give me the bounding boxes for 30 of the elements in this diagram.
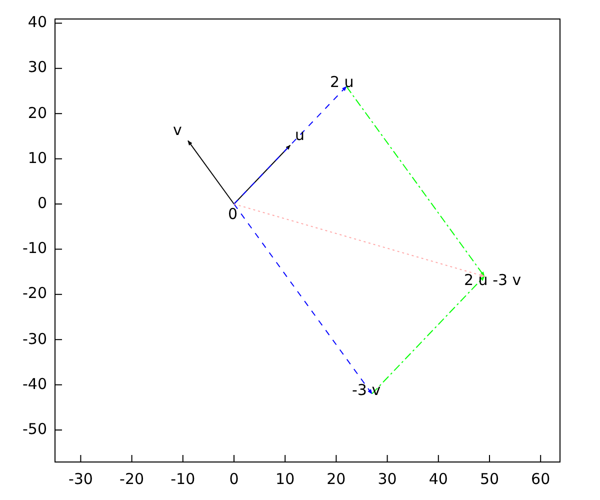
axis-tick-label: -10 xyxy=(170,471,196,488)
axis-tick-label: -10 xyxy=(22,240,47,258)
axis-tick-label: -20 xyxy=(118,471,146,488)
vector-point-label: u xyxy=(295,127,305,144)
axis-tick-label: 10 xyxy=(274,471,296,488)
axis-tick-label: 60 xyxy=(530,471,552,488)
axis-tick-label: -50 xyxy=(22,421,47,438)
axis-tick-label: -30 xyxy=(22,330,47,348)
axis-tick-label: 20 xyxy=(326,471,347,488)
vector-arrow xyxy=(234,204,372,394)
vector-arrow xyxy=(188,140,234,204)
vector-arrow xyxy=(234,204,485,277)
axis-tick-label: 50 xyxy=(478,471,500,488)
vector-arrow xyxy=(234,86,347,204)
axis-tick-label: 0 xyxy=(228,471,240,488)
vector-point-label: 0 xyxy=(228,206,238,223)
axis-tick-label: -30 xyxy=(67,471,94,488)
vector-point-label: 2 u xyxy=(330,74,354,91)
axis-tick-label: 40 xyxy=(428,471,449,488)
axis-tick-label: 40 xyxy=(28,14,47,32)
vector-point-label: v xyxy=(173,122,182,139)
axis-tick-label: -40 xyxy=(22,376,47,393)
axis-tick-label: 0 xyxy=(37,195,47,212)
axis-tick-label: 30 xyxy=(28,59,47,76)
axis-tick-label: 20 xyxy=(28,104,47,122)
vector-arrow xyxy=(346,86,485,277)
axis-tick-label: -20 xyxy=(22,285,47,302)
axis-tick-label: 30 xyxy=(376,471,398,488)
axis-tick-label: 10 xyxy=(28,150,47,167)
vector-arrow xyxy=(371,276,485,394)
